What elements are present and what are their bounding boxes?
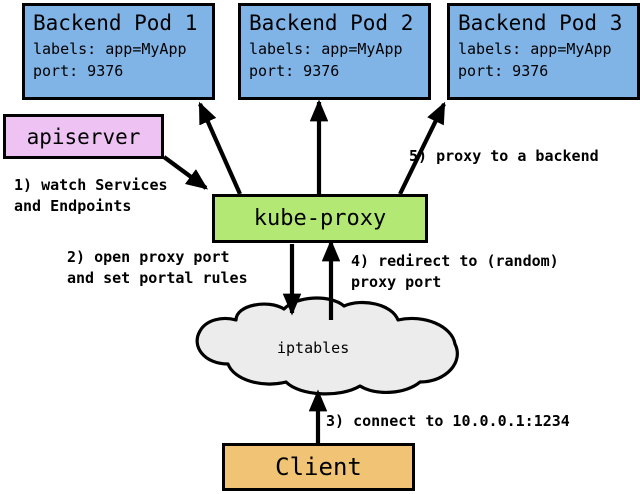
iptables-label: iptables xyxy=(277,339,350,357)
client-node[interactable]: Client xyxy=(222,443,415,491)
edge-kubeproxy-to-pod1 xyxy=(198,101,242,195)
kube-proxy-label: kube-proxy xyxy=(253,206,387,231)
pod-3-title: Backend Pod 3 xyxy=(458,11,623,35)
step-4-label-line1: 4) redirect to (random) xyxy=(351,252,559,270)
client-label: Client xyxy=(275,453,362,481)
pod-1-labels: labels: app=MyApp xyxy=(33,40,187,58)
step-3-label: 3) connect to 10.0.0.1:1234 xyxy=(326,412,570,430)
backend-pod-2[interactable]: Backend Pod 2 labels: app=MyApp port: 93… xyxy=(238,3,431,100)
pod-1-port: port: 9376 xyxy=(33,62,124,80)
kube-proxy-node[interactable]: kube-proxy xyxy=(212,194,428,243)
backend-pod-1[interactable]: Backend Pod 1 labels: app=MyApp port: 93… xyxy=(22,3,215,100)
backend-pod-3[interactable]: Backend Pod 3 labels: app=MyApp port: 93… xyxy=(447,3,640,100)
step-5-label: 5) proxy to a backend xyxy=(409,147,599,165)
pod-1-title: Backend Pod 1 xyxy=(33,11,198,35)
step-1-label-line2: and Endpoints xyxy=(14,197,132,215)
step-2-label-line1: 2) open proxy port xyxy=(67,248,230,266)
apiserver-label: apiserver xyxy=(26,124,141,149)
pod-2-port: port: 9376 xyxy=(249,62,340,80)
apiserver-node[interactable]: apiserver xyxy=(3,114,164,159)
pod-3-labels: labels: app=MyApp xyxy=(458,40,612,58)
step-4-label-line2: proxy port xyxy=(351,273,442,291)
pod-3-port: port: 9376 xyxy=(458,62,549,80)
edge-apiserver-to-kubeproxy xyxy=(162,155,209,190)
pod-2-title: Backend Pod 2 xyxy=(249,11,414,35)
step-2-label-line2: and set portal rules xyxy=(67,269,248,287)
pod-2-labels: labels: app=MyApp xyxy=(249,40,403,58)
step-1-label-line1: 1) watch Services xyxy=(14,176,168,194)
